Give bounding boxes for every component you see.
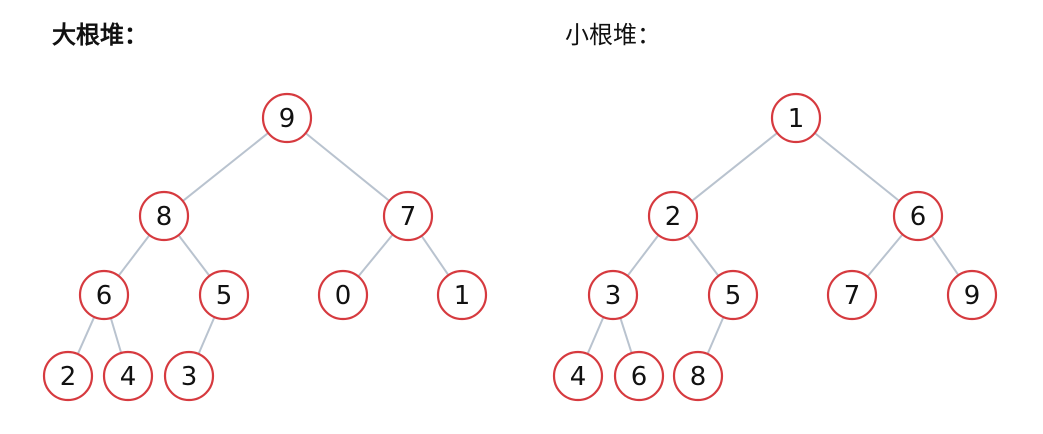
max-heap-node-circle xyxy=(261,92,313,144)
max-heap-node-label: 2 xyxy=(60,362,77,392)
min-heap-node-1: 2 xyxy=(647,190,699,242)
min-heap-node-label: 5 xyxy=(725,281,742,311)
min-heap-node-label: 9 xyxy=(964,281,981,311)
max-heap-edge-3-8 xyxy=(109,317,123,354)
max-heap-node-circle xyxy=(317,269,369,321)
min-heap-node-label: 8 xyxy=(690,362,707,392)
max-heap-node-6: 1 xyxy=(436,269,488,321)
min-heap-edge-0-1 xyxy=(691,132,778,202)
min-heap-node-3: 3 xyxy=(587,269,639,321)
min-heap-edge-0-2 xyxy=(814,132,900,202)
max-heap-node-8: 4 xyxy=(102,350,154,402)
min-heap-node-circle xyxy=(672,350,724,402)
max-heap-node-label: 7 xyxy=(400,202,417,232)
min-heap-edge-1-3 xyxy=(626,234,660,277)
min-heap-node-circle xyxy=(647,190,699,242)
max-heap-edge-0-2 xyxy=(305,132,390,202)
max-heap-node-circle xyxy=(198,269,250,321)
max-heap-node-label: 3 xyxy=(181,362,198,392)
max-heap-edge-1-4 xyxy=(177,234,211,277)
max-heap-node-circle xyxy=(138,190,190,242)
min-heap-node-circle xyxy=(613,350,665,402)
max-heap-node-label: 8 xyxy=(156,202,173,232)
max-heap-node-1: 8 xyxy=(138,190,190,242)
max-heap-node-circle xyxy=(42,350,94,402)
min-heap-edge-1-4 xyxy=(686,234,720,277)
max-heap-node-label: 5 xyxy=(216,281,233,311)
max-heap-node-3: 6 xyxy=(78,269,130,321)
max-heap-node-0: 9 xyxy=(261,92,313,144)
max-heap-edge-0-1 xyxy=(182,132,269,202)
min-heap-node-circle xyxy=(587,269,639,321)
max-heap-node-circle xyxy=(102,350,154,402)
max-heap-node-2: 7 xyxy=(382,190,434,242)
max-heap-node-circle xyxy=(382,190,434,242)
max-heap-title: 大根堆： xyxy=(52,21,148,49)
min-heap-node-circle xyxy=(770,92,822,144)
max-heap-node-4: 5 xyxy=(198,269,250,321)
max-heap-node-9: 3 xyxy=(163,350,215,402)
min-heap-node-7: 4 xyxy=(552,350,604,402)
max-heap-node-circle xyxy=(163,350,215,402)
min-heap-node-circle xyxy=(552,350,604,402)
max-heap-node-label: 9 xyxy=(279,104,296,134)
min-heap-node-circle xyxy=(892,190,944,242)
max-heap-edge-3-7 xyxy=(76,316,96,355)
min-heap-edge-4-9 xyxy=(706,316,725,355)
min-heap-title: 小根堆： xyxy=(565,21,661,49)
max-heap-edge-2-5 xyxy=(357,233,394,278)
max-heap-node-circle xyxy=(78,269,130,321)
max-heap-node-7: 2 xyxy=(42,350,94,402)
min-heap-node-label: 2 xyxy=(665,202,682,232)
min-heap-node-label: 6 xyxy=(631,362,648,392)
max-heap-node-label: 4 xyxy=(120,362,137,392)
min-heap-edge-2-6 xyxy=(930,235,960,276)
min-heap-node-6: 9 xyxy=(946,269,998,321)
min-heap-node-label: 6 xyxy=(910,202,927,232)
max-heap-node-5: 0 xyxy=(317,269,369,321)
max-heap-edge-4-9 xyxy=(197,316,216,355)
min-heap-edge-3-7 xyxy=(586,316,605,355)
min-heap-node-circle xyxy=(826,269,878,321)
min-heap-node-9: 8 xyxy=(672,350,724,402)
max-heap-node-label: 1 xyxy=(454,281,471,311)
min-heap-edge-2-5 xyxy=(866,233,904,278)
min-heap-node-label: 1 xyxy=(788,104,805,134)
min-heap-node-circle xyxy=(946,269,998,321)
max-heap-edge-1-3 xyxy=(117,234,151,277)
min-heap-node-5: 7 xyxy=(826,269,878,321)
min-heap-edge-3-8 xyxy=(619,317,633,354)
max-heap-edge-2-6 xyxy=(420,235,450,276)
max-heap-node-circle xyxy=(436,269,488,321)
min-heap-node-label: 4 xyxy=(570,362,587,392)
max-heap-node-label: 0 xyxy=(335,281,352,311)
min-heap-node-2: 6 xyxy=(892,190,944,242)
min-heap-node-0: 1 xyxy=(770,92,822,144)
min-heap-node-label: 7 xyxy=(844,281,861,311)
min-heap-node-8: 6 xyxy=(613,350,665,402)
min-heap-node-label: 3 xyxy=(605,281,622,311)
min-heap-node-4: 5 xyxy=(707,269,759,321)
min-heap-node-circle xyxy=(707,269,759,321)
max-heap-node-label: 6 xyxy=(96,281,113,311)
